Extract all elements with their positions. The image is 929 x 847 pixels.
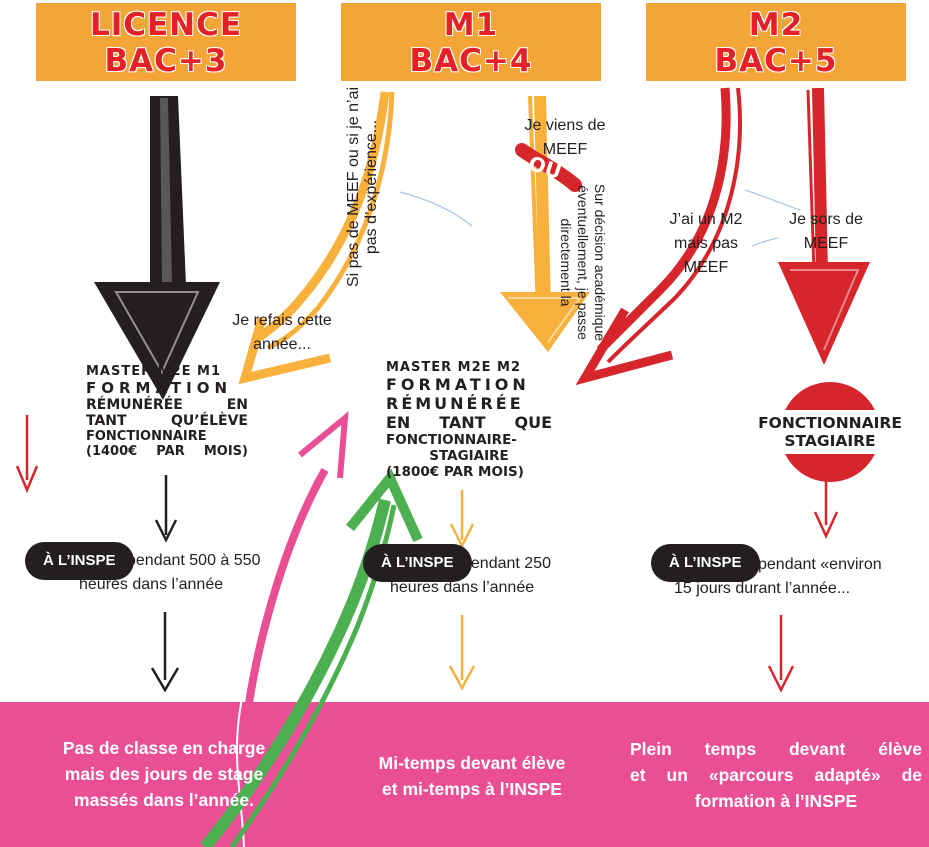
inspe-text-right-2: 15 jours durant l’année...	[674, 580, 851, 597]
fonctionnaire-stagiaire-label: FONCTIONNAIRE STAGIAIRE	[746, 414, 914, 450]
inspe-pill-left: À L’INSPE	[25, 542, 134, 580]
bottom-band	[0, 702, 929, 847]
red-arrows	[575, 87, 870, 693]
inspe-pill-middle: À L’INSPE	[363, 544, 472, 582]
bottom-left-l1: Pas de classe en charge	[62, 738, 266, 758]
header-licence: LICENCE BAC+3	[36, 3, 296, 81]
inspe-pill-right: À L’INSPE	[651, 544, 760, 582]
inspe-text-middle-2: heures dans l’année	[390, 579, 535, 596]
bottom-right-l1: Plein temps devant élève	[630, 739, 922, 759]
annotation-si-pas-meef: Si pas de MEEF ou si je n’ai pas d’expér…	[345, 86, 380, 288]
bottom-right-l3: formation à l’INSPE	[694, 791, 858, 811]
header-m1-title: M1	[443, 7, 499, 43]
annotation-refais: Je refais cette année...	[232, 312, 332, 353]
inspe-text-left-1: pendant 500 à 550	[127, 552, 261, 569]
header-m2-level: BAC+5	[714, 43, 838, 79]
master-m2-tag: MASTER M2E M2	[386, 360, 522, 375]
header-m1-level: BAC+4	[409, 43, 533, 79]
header-m2: M2 BAC+5	[646, 3, 906, 81]
master-m2-line6: (1800€ PAR MOIS)	[386, 464, 524, 480]
master-m2-line4: FONCTIONNAIRE-	[386, 432, 517, 448]
header-m1: M1 BAC+4	[341, 3, 601, 81]
bottom-left-l3: massés dans l’année.	[74, 790, 254, 810]
master-m1-line2: RÉMUNÉRÉE EN	[86, 397, 248, 413]
licence-big-arrow	[94, 96, 220, 400]
bottom-left-l2: mais des jours de stage	[64, 764, 264, 784]
master-m1-box: MASTER M2E M1 FORMATION RÉMUNÉRÉE EN TAN…	[86, 364, 248, 459]
master-m1-line5: (1400€ PAR MOIS)	[86, 444, 248, 459]
bottom-right-l2: et un «parcours adapté» de	[630, 765, 922, 785]
bottom-middle-l1: Mi-temps devant élève	[378, 753, 566, 773]
thin-blue-lines	[399, 189, 801, 247]
bottom-middle-text: Mi-temps devant élève et mi-temps à l’IN…	[352, 750, 592, 802]
annotation-viens-meef: Je viens de MEEF	[524, 117, 606, 158]
inspe-text-left-2: heures dans l’année	[79, 576, 224, 593]
master-m2-box: MASTER M2E M2 FORMATION RÉMUNÉRÉE EN TAN…	[386, 360, 552, 480]
inspe-text-middle-1: pendant 250	[462, 555, 551, 572]
orange-arrows	[238, 91, 590, 691]
left-red-arrow	[15, 415, 39, 494]
header-licence-title: LICENCE	[89, 7, 243, 43]
inspe-text-right-1: pendant «environ	[758, 556, 882, 573]
header-m2-title: M2	[748, 7, 804, 43]
master-m2-line2: RÉMUNÉRÉE	[386, 394, 524, 413]
master-m1-line3: TANT QU’ÉLÈVE	[86, 413, 248, 429]
bottom-right-text: Plein temps devant élève et un «parcours…	[630, 736, 922, 814]
fonctionnaire-line1: FONCTIONNAIRE	[758, 414, 902, 432]
master-m1-line1: FORMATION	[86, 379, 233, 397]
fonctionnaire-label-bg	[746, 410, 914, 454]
annotation-sur-decision: Sur décision académique éventuellement, …	[558, 183, 608, 342]
bottom-middle-l2: et mi-temps à l’INSPE	[382, 779, 562, 799]
master-m2-line3: EN TANT QUE	[386, 413, 552, 432]
master-m1-line4: FONCTIONNAIRE	[86, 429, 207, 444]
licence-small-arrows	[150, 475, 180, 693]
master-m2-line1: FORMATION	[386, 375, 530, 394]
fonctionnaire-line2: STAGIAIRE	[784, 432, 876, 450]
annotation-m2-pas-meef: J’ai un M2 mais pas MEEF	[669, 211, 743, 276]
annotation-sors-meef: Je sors de MEEF	[789, 211, 863, 252]
header-licence-level: BAC+3	[104, 43, 228, 79]
master-m1-tag: MASTER M2E M1	[86, 364, 222, 379]
master-m2-line5: STAGIAIRE	[429, 448, 509, 464]
bottom-left-text: Pas de classe en charge mais des jours d…	[45, 735, 283, 813]
